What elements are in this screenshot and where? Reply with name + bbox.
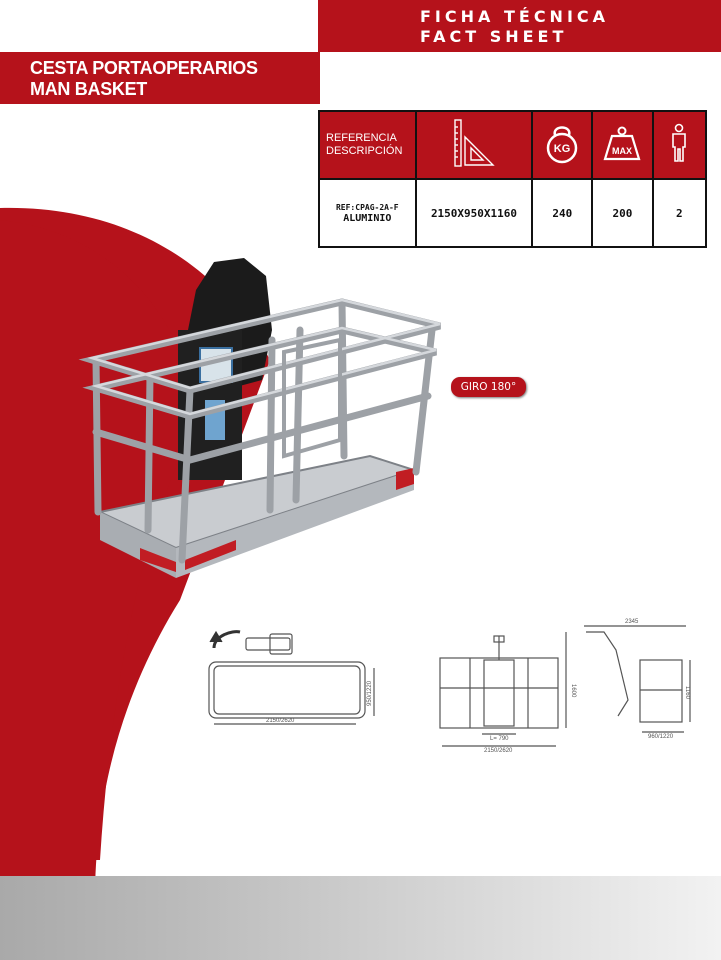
- footer-gradient-band: [0, 876, 721, 960]
- front-view-height-label: 1600: [570, 684, 576, 698]
- persons-value: 2: [651, 178, 708, 248]
- side-view-depth-label: 960/1220: [648, 734, 674, 740]
- side-view-length-label: 2345: [625, 619, 639, 625]
- spec-table-header-row: REFERENCIA DESCRIPCIÓN KG: [318, 110, 708, 180]
- header-line-es: FICHA TÉCNICA: [420, 7, 610, 26]
- top-view-depth-label: 950/1220: [367, 680, 373, 706]
- header-line-en: FACT SHEET: [420, 27, 568, 46]
- max-icon-label: MAX: [612, 146, 632, 156]
- ref-header-label: REFERENCIA: [326, 132, 397, 144]
- weight-value: 240: [531, 178, 594, 248]
- max-load-header-cell: MAX: [591, 110, 654, 180]
- weight-header-cell: KG: [531, 110, 594, 180]
- spec-table: REFERENCIA DESCRIPCIÓN KG: [318, 110, 708, 248]
- dimensions-value: 2150X950X1160: [414, 178, 534, 248]
- description-header-label: DESCRIPCIÓN: [326, 145, 403, 157]
- ruler-triangle-icon: [454, 118, 495, 167]
- ref-value: REF:CPAG-2A-F: [335, 203, 399, 212]
- description-value: ALUMINIO: [343, 213, 392, 224]
- title-band: [0, 52, 320, 104]
- product-title: CESTA PORTAOPERARIOS MAN BASKET: [30, 58, 258, 100]
- front-view-width-label: 2150/2620: [484, 748, 513, 754]
- weight-icon-label: KG: [554, 143, 571, 155]
- dimensions-header-cell: [414, 110, 534, 180]
- front-view-door-label: L= 790: [490, 736, 509, 742]
- title-line-es: CESTA PORTAOPERARIOS: [30, 58, 258, 78]
- fact-sheet-header: FICHA TÉCNICA FACT SHEET: [420, 7, 609, 47]
- persons-header-cell: [651, 110, 708, 180]
- header-band: [318, 0, 721, 52]
- max-load-value: 200: [591, 178, 654, 248]
- side-view-height-label: 1160: [684, 686, 690, 700]
- spec-table-row: REF:CPAG-2A-F ALUMINIO 2150X950X1160 240…: [318, 178, 708, 248]
- title-line-en: MAN BASKET: [30, 79, 147, 99]
- ref-header-cell: REFERENCIA DESCRIPCIÓN: [318, 110, 417, 180]
- top-view-width-label: 2150/2620: [266, 718, 295, 724]
- ref-cell: REF:CPAG-2A-F ALUMINIO: [318, 178, 417, 248]
- kettlebell-weight-icon: KG: [547, 125, 578, 163]
- rotation-badge: GIRO 180°: [451, 377, 526, 397]
- max-load-weight-icon: MAX: [603, 126, 641, 160]
- person-icon: [672, 123, 687, 162]
